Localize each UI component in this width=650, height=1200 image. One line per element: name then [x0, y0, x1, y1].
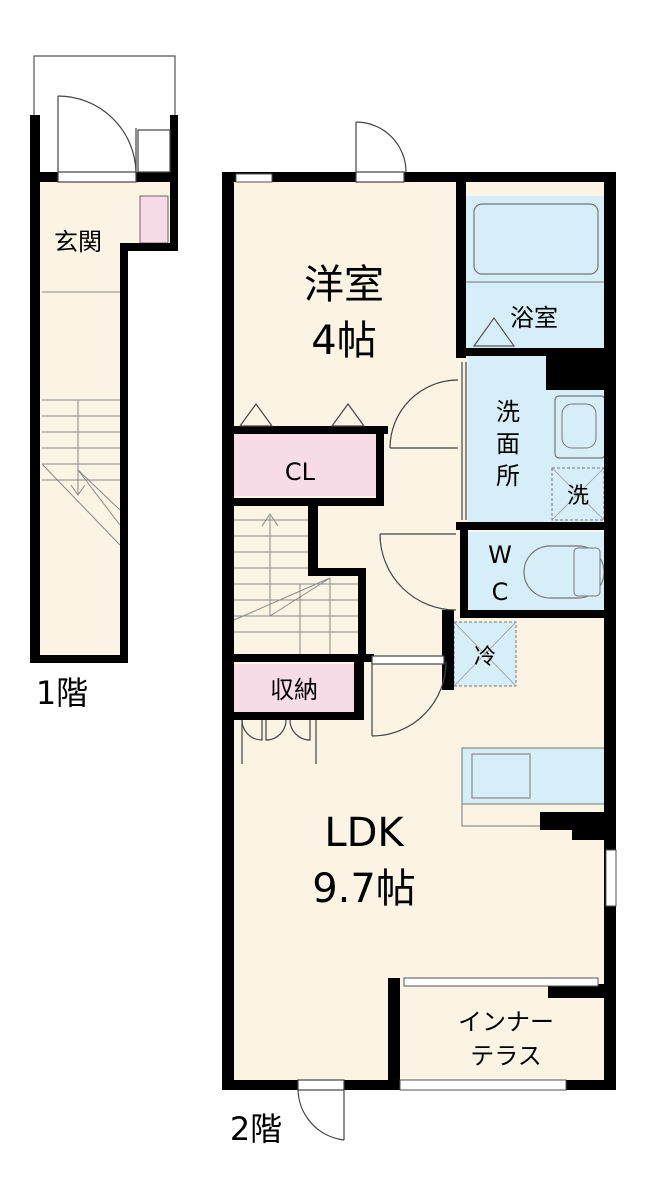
- room-storage-label: 収納: [270, 676, 318, 704]
- floor2-stairs: [233, 513, 358, 654]
- room-ldk-size: 9.7帖: [312, 866, 416, 912]
- floor1-stairs: [41, 291, 121, 546]
- storage-area: [234, 664, 354, 714]
- toilet-tank: [573, 547, 601, 597]
- room-western-size: 4帖: [311, 318, 376, 364]
- kitchen-sink: [471, 753, 531, 799]
- room-western-label: 洋室: [304, 262, 384, 308]
- shoe-cabinet: [139, 195, 169, 244]
- room-terrace-label-1: インナー: [458, 1008, 554, 1036]
- porch-outline: [33, 55, 176, 115]
- fridge-label: 冷: [474, 645, 496, 670]
- doors: [238, 121, 467, 1141]
- windows: [235, 173, 617, 1091]
- closet-area: [234, 432, 376, 496]
- room-ldk-label: LDK: [324, 810, 405, 856]
- room-terrace-label-2: テラス: [470, 1042, 542, 1070]
- floor2-label: 2階: [230, 1110, 282, 1148]
- floor1-floor: [38, 180, 170, 657]
- basin-bowl: [561, 403, 597, 449]
- room-wash-label-2: 面: [496, 430, 520, 458]
- room-entrance-label: 玄関: [54, 228, 102, 256]
- room-wc-label-2: C: [492, 578, 509, 606]
- floor1-label: 1階: [36, 674, 88, 712]
- bathtub: [473, 203, 599, 275]
- entrance-door: [57, 95, 171, 183]
- room-wash-label-3: 所: [496, 462, 520, 490]
- room-wc-label-1: W: [488, 541, 512, 569]
- room-closet-label: CL: [285, 458, 316, 486]
- room-wash-label-1: 洗: [496, 398, 520, 426]
- washer-label: 洗: [567, 484, 589, 509]
- fridge-diag2: [453, 621, 517, 687]
- floor-2: 洋室 4帖 CL 浴室 洗 面 所 洗 W C 冷 収納 LDK 9.7帖 イン…: [222, 121, 617, 1148]
- washer-diag2: [551, 467, 605, 521]
- bath-door-marker: [472, 316, 516, 347]
- room-bath-label: 浴室: [510, 304, 558, 332]
- terrace-area: [400, 992, 608, 1080]
- floor-1: 玄関 1階: [30, 55, 178, 712]
- floor1-walls: [30, 115, 178, 663]
